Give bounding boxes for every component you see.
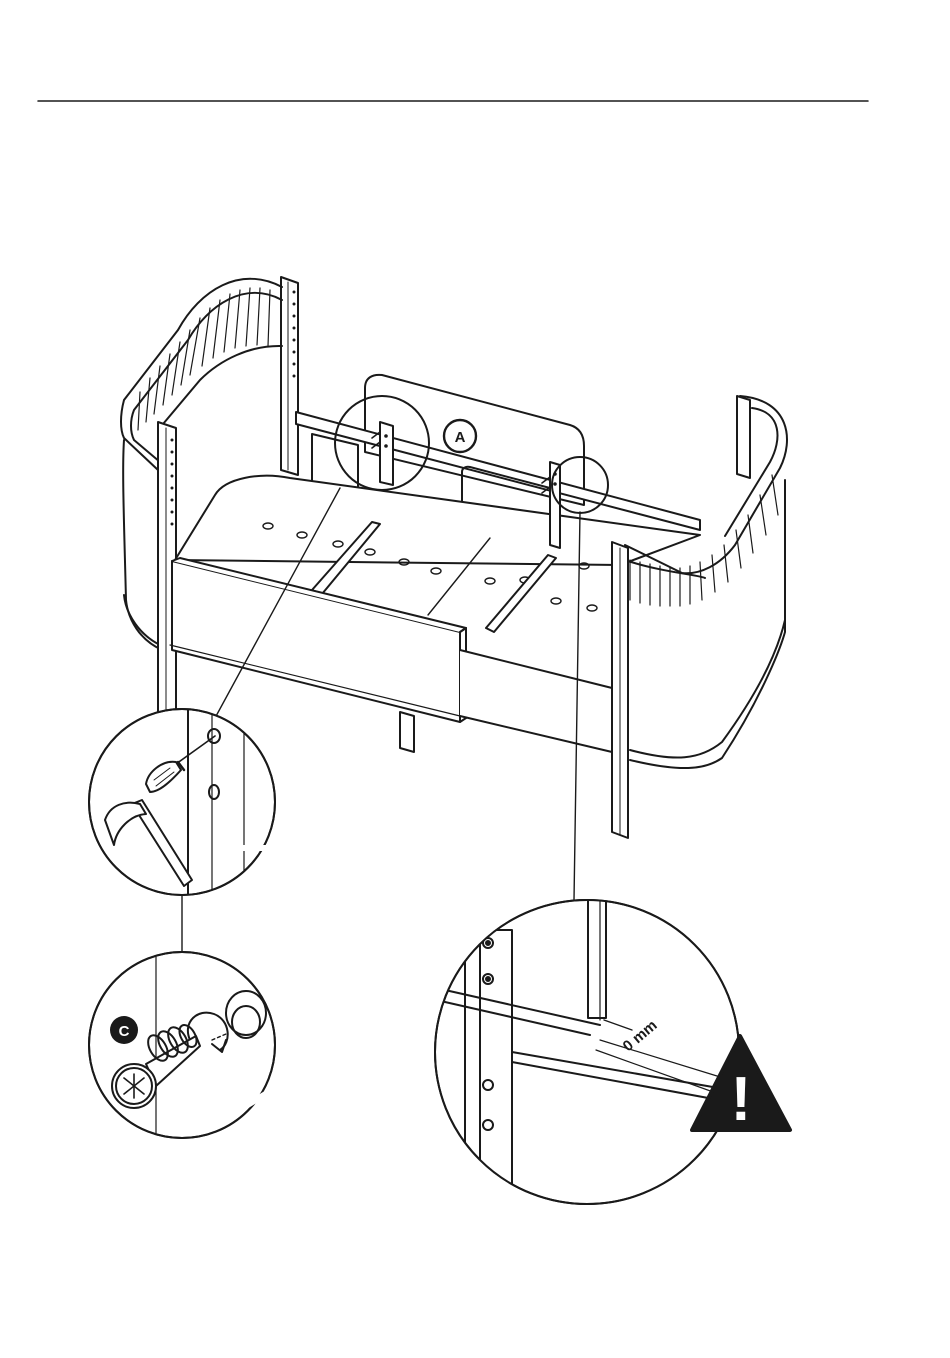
part-a-label: A [455, 429, 466, 446]
gap-detail-callout [435, 898, 739, 1210]
right-end-frame [625, 396, 787, 768]
screw-detail-callout [89, 950, 275, 1140]
inner-post-left [380, 422, 393, 485]
center-leg [400, 712, 414, 752]
warning-mark: ! [731, 1065, 752, 1134]
part-c-label: C [119, 1023, 130, 1040]
right-bracket [486, 555, 556, 632]
rear-right-post [737, 396, 750, 478]
tool-detail-callout [89, 700, 275, 910]
